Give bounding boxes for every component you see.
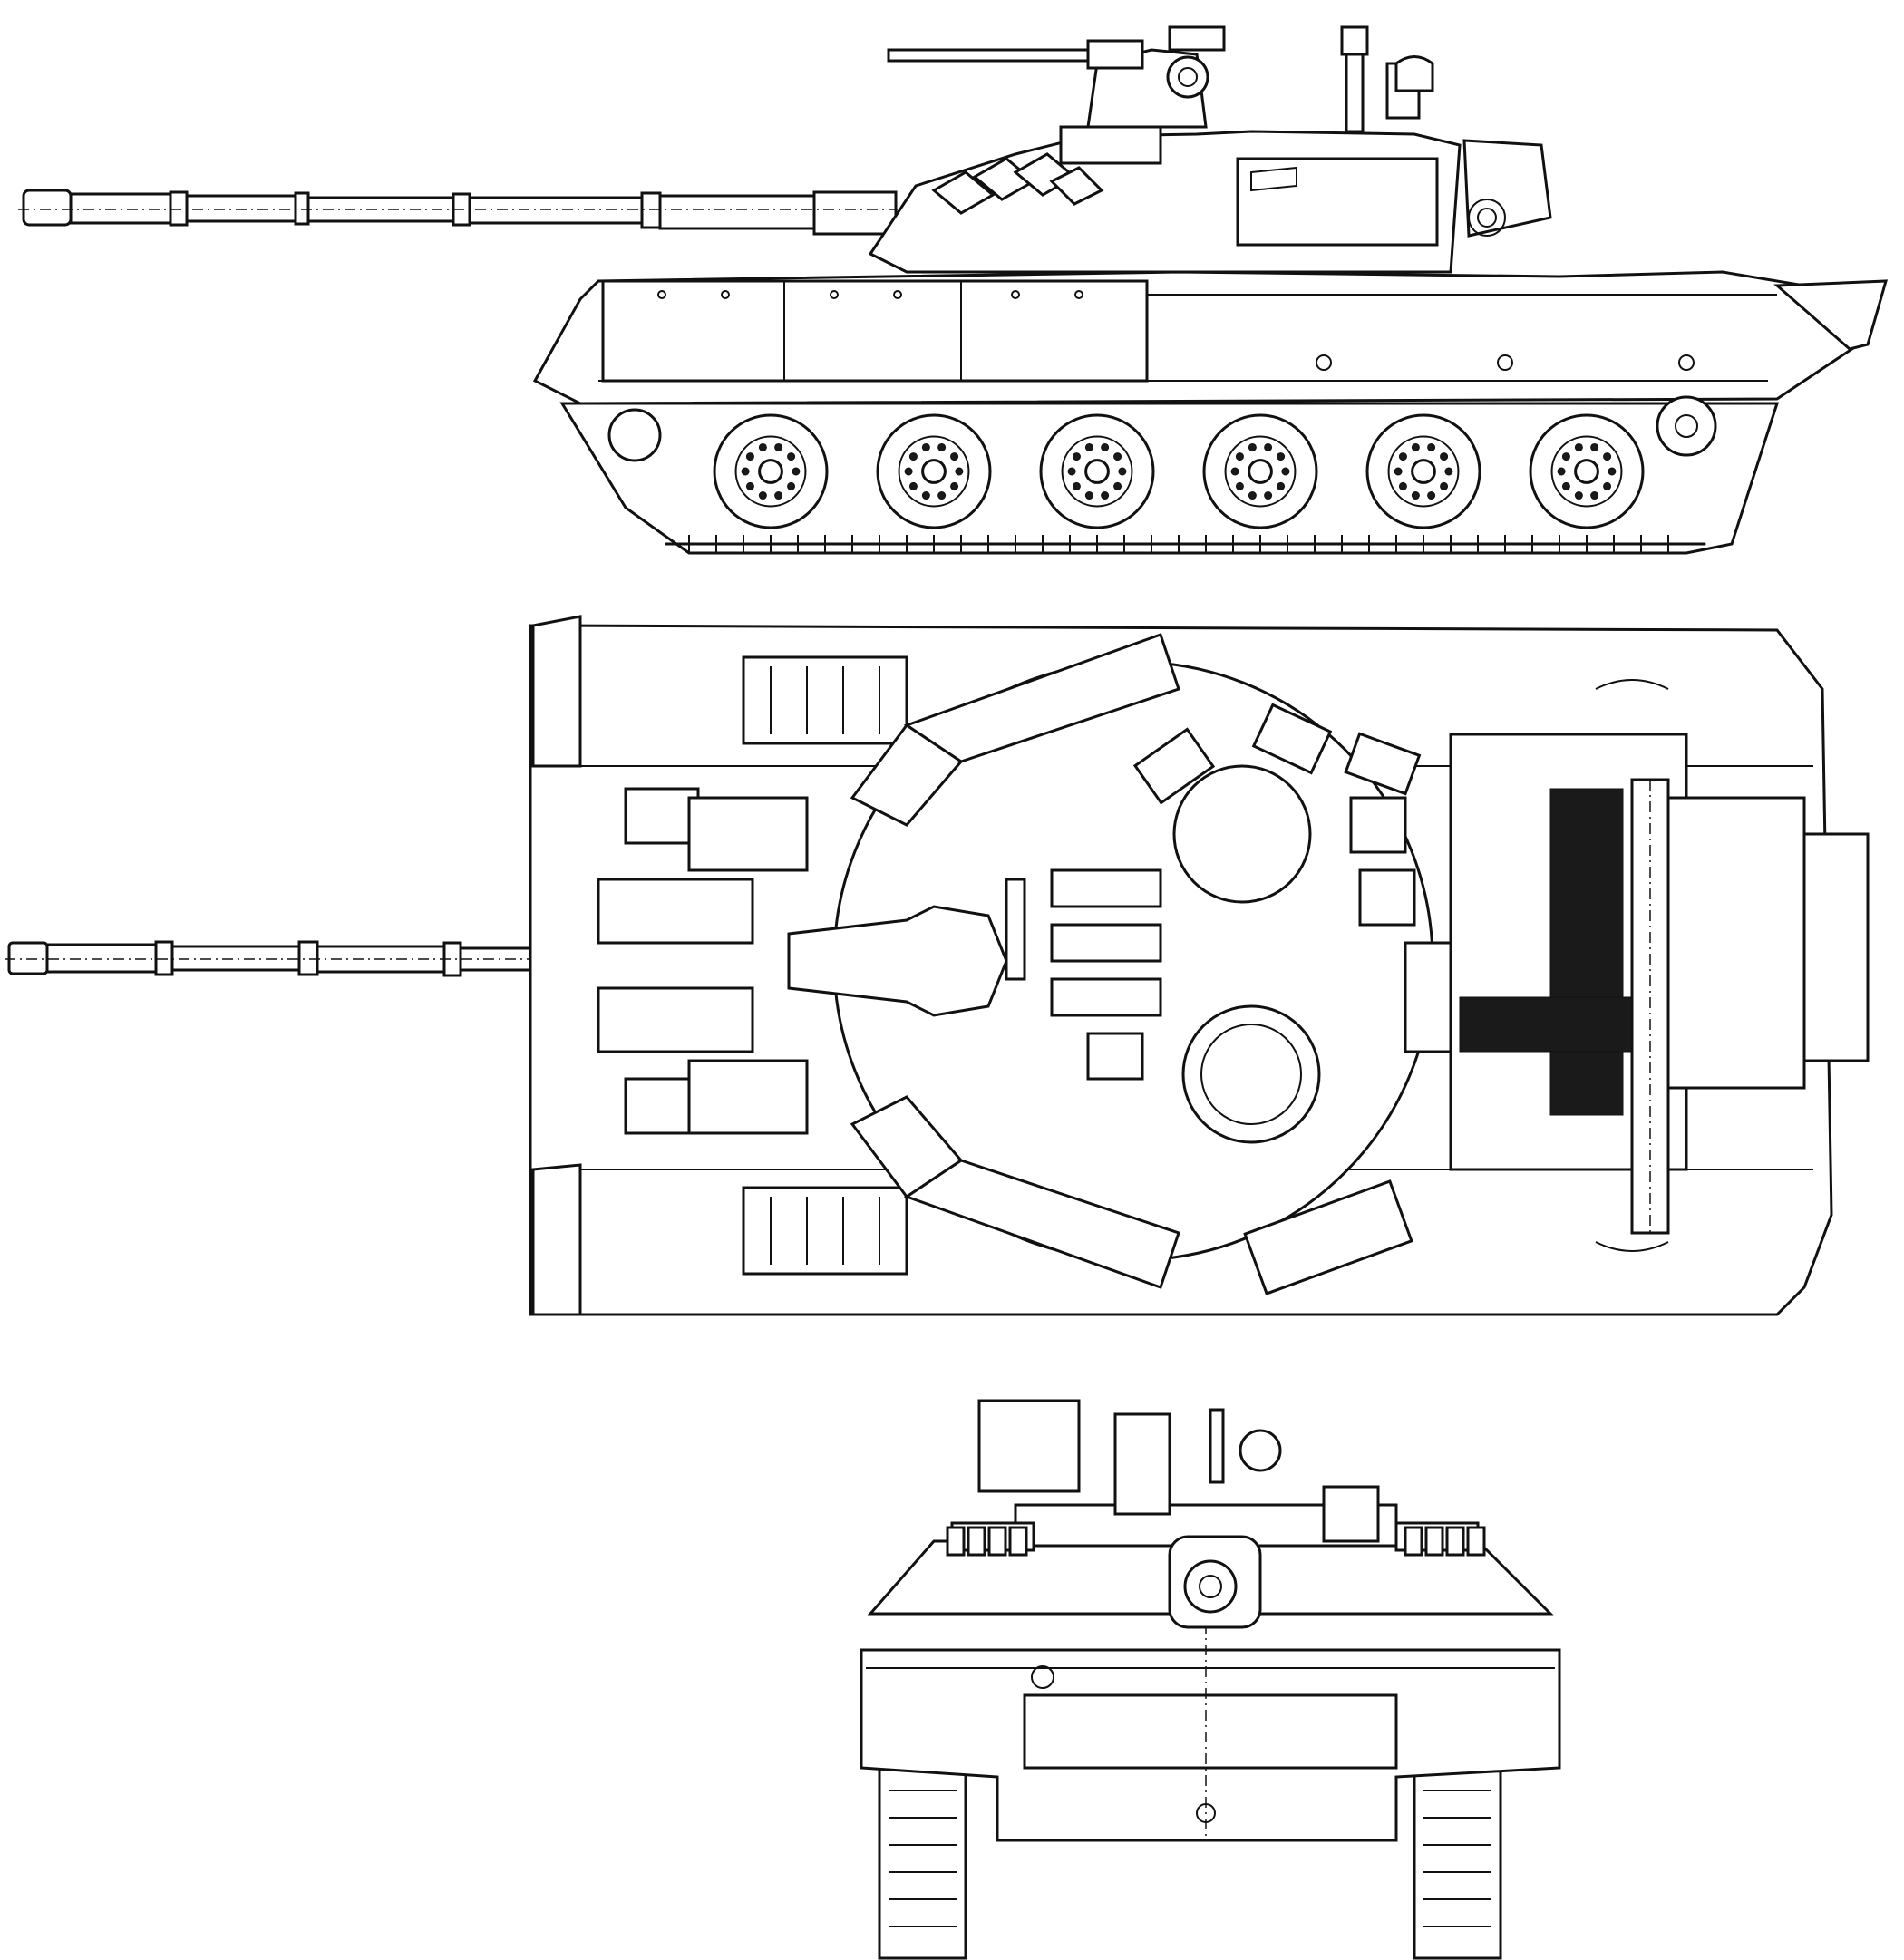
front-gun-muzzle (1183, 1559, 1238, 1614)
side-hull (532, 270, 1889, 405)
side-idler-wheel (607, 408, 662, 462)
side-hull-rivets (657, 290, 1695, 371)
road-wheel (1202, 413, 1318, 529)
road-wheel (1039, 413, 1155, 529)
top-left-fender (531, 615, 582, 768)
top-right-fender (531, 1163, 582, 1316)
front-left-track (878, 1766, 967, 1960)
top-commander-hatch (1172, 764, 1312, 904)
road-wheel (1529, 413, 1645, 529)
front-hull (860, 1623, 1561, 1842)
front-turret (867, 1399, 1554, 1629)
side-drive-sprocket (1656, 395, 1717, 457)
top-view (5, 615, 1870, 1316)
front-smoke-dischargers (946, 1526, 1486, 1557)
top-turret (787, 633, 1452, 1295)
side-road-wheels (713, 413, 1645, 529)
side-gun-barrel (18, 189, 898, 236)
side-view (18, 25, 1889, 555)
side-turret (868, 25, 1552, 274)
front-right-track (1413, 1766, 1502, 1960)
top-gun-mantlet (787, 905, 1008, 1017)
road-wheel (713, 413, 829, 529)
side-track (559, 395, 1780, 555)
front-view (860, 1399, 1561, 1960)
road-wheel (1365, 413, 1481, 529)
top-gunner-hatch (1181, 1004, 1321, 1144)
road-wheel (876, 413, 992, 529)
